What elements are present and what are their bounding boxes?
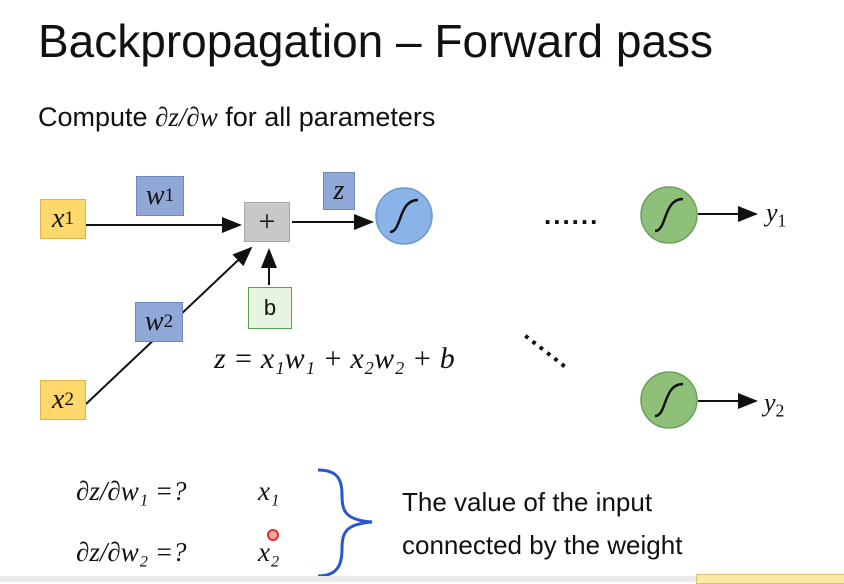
z-label: z	[323, 172, 355, 210]
slide-subtitle: Compute ∂z/∂w for all parameters	[38, 102, 435, 133]
derivative-w2-answer: x₂	[258, 537, 280, 567]
sum-node: +	[244, 202, 290, 242]
bias-b: b	[248, 287, 292, 329]
dots-horizontal: ......	[544, 200, 600, 230]
curly-brace	[317, 468, 373, 578]
sigmoid-neuron-green-top	[640, 186, 698, 244]
sigmoid-neuron-green-bottom	[640, 371, 698, 429]
forward-equation: z = x₁w₁ + x₂w₂ + b	[214, 342, 455, 375]
subtitle-math: ∂z/∂w	[155, 102, 218, 132]
derivative-w1-question: ∂z/∂w₁ =?	[76, 476, 187, 506]
recorder-watermark	[696, 574, 844, 584]
sigmoid-neuron-blue	[375, 187, 433, 245]
derivative-w2-question: ∂z/∂w₂ =?	[76, 537, 187, 567]
derivative-w1-answer: x₁	[258, 476, 280, 506]
note-line-1: The value of the input	[402, 487, 653, 517]
subtitle-prefix: Compute	[38, 102, 156, 132]
laser-pointer-dot	[267, 529, 279, 541]
output-y2: y2	[764, 388, 785, 421]
note-line-2: connected by the weight	[402, 530, 683, 560]
slide-title: Backpropagation – Forward pass	[38, 15, 714, 67]
output-y1: y1	[766, 198, 787, 231]
video-progress-bar	[0, 576, 844, 582]
subtitle-suffix: for all parameters	[217, 102, 436, 132]
